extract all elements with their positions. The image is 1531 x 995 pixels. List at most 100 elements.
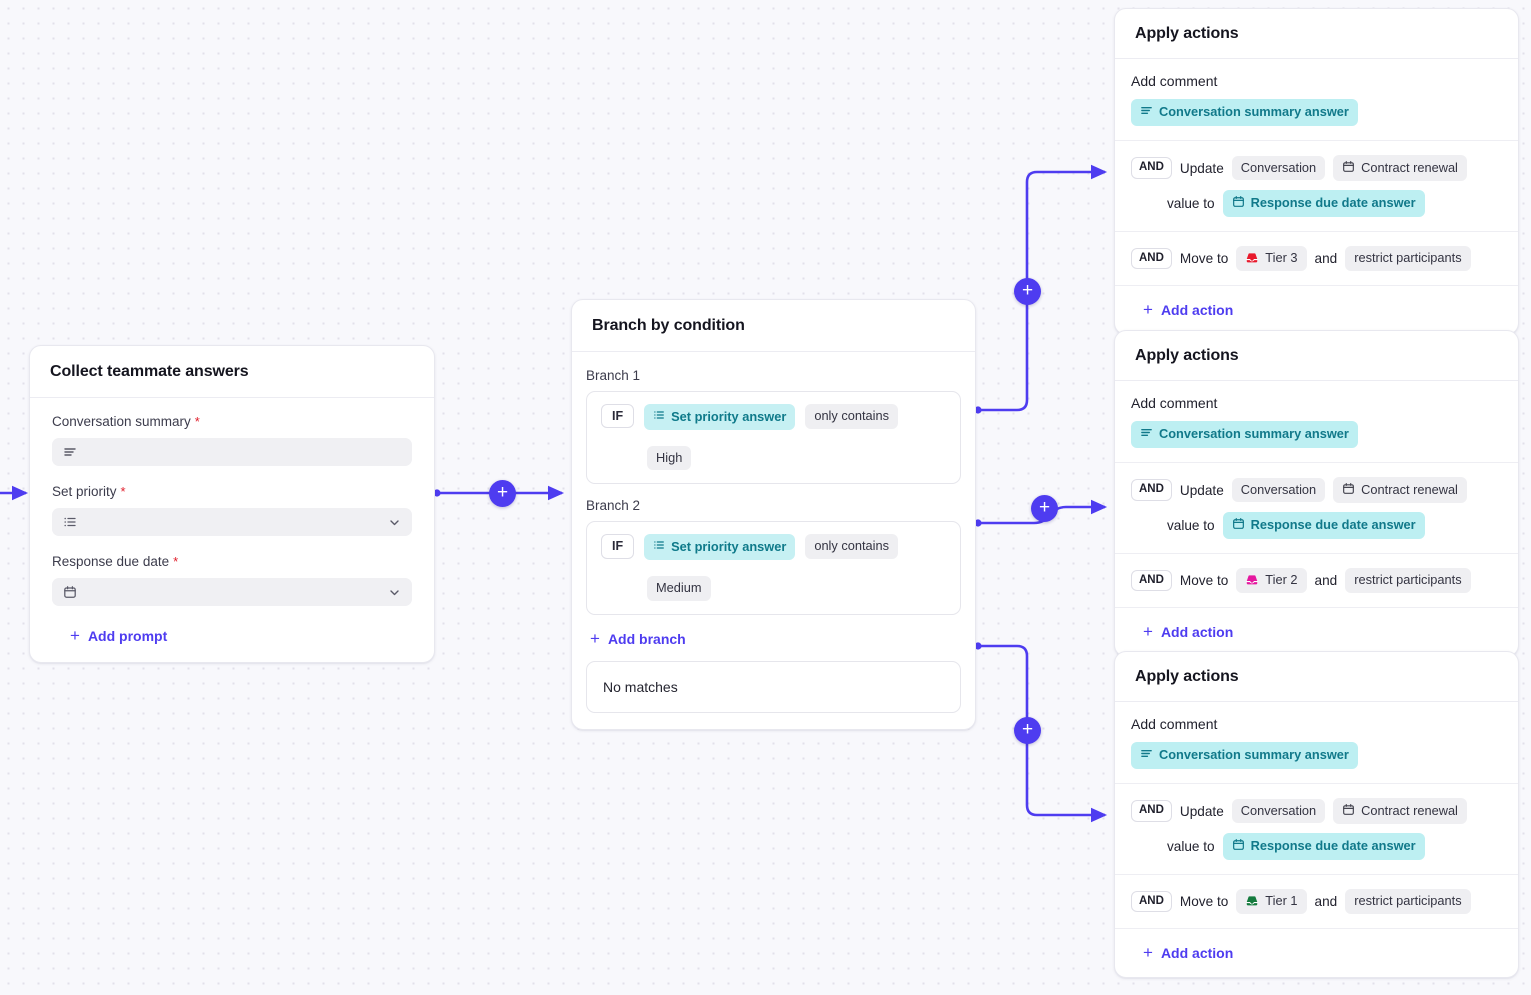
- plus-icon: +: [1143, 299, 1153, 319]
- text-lines-icon: [1140, 747, 1153, 764]
- apply-actions-card-1[interactable]: Apply actions Add comment Conversation s…: [1114, 8, 1519, 335]
- move-verb: Move to: [1179, 250, 1229, 266]
- move-action-line: AND Move to Tier 3 and restrict particip…: [1131, 246, 1502, 271]
- update-object-pill[interactable]: Conversation: [1231, 798, 1326, 824]
- branch-by-condition-card[interactable]: Branch by condition Branch 1 IF Set prio…: [571, 299, 976, 730]
- field-label-set-priority: Set priority *: [52, 484, 412, 499]
- update-value-line: value to Response due date answer: [1131, 512, 1502, 540]
- add-comment-label: Add comment: [1131, 73, 1218, 89]
- card-header: Branch by condition: [572, 300, 975, 352]
- move-verb: Move to: [1179, 893, 1229, 909]
- branch-1-condition[interactable]: IF Set priority answer only contains Hig…: [586, 391, 961, 485]
- add-branch-button[interactable]: + Add branch: [586, 629, 961, 647]
- move-conjunction: and: [1314, 893, 1338, 909]
- add-comment-action[interactable]: Add comment Conversation summary answer: [1115, 59, 1518, 140]
- branch-2-value-pill[interactable]: Medium: [647, 576, 711, 601]
- apply-actions-card-3[interactable]: Apply actions Add comment Conversation s…: [1114, 651, 1519, 978]
- update-action[interactable]: AND Update Conversation Contract renewal…: [1115, 782, 1518, 874]
- add-comment-action[interactable]: Add comment Conversation summary answer: [1115, 381, 1518, 462]
- no-matches-branch[interactable]: No matches: [586, 660, 961, 713]
- attribute-text: Contract renewal: [1361, 159, 1458, 175]
- move-target-pill[interactable]: Tier 2: [1236, 568, 1307, 593]
- add-step-branch-1-button[interactable]: +: [1014, 278, 1041, 305]
- branch-1-operator-pill[interactable]: only contains: [805, 404, 899, 429]
- branch-2-condition[interactable]: IF Set priority answer only contains Med…: [586, 521, 961, 615]
- add-action-button[interactable]: + Add action: [1131, 298, 1502, 318]
- move-target-pill[interactable]: Tier 1: [1236, 889, 1307, 914]
- collect-teammate-answers-card[interactable]: Collect teammate answers Conversation su…: [29, 345, 435, 663]
- apply-actions-title: Apply actions: [1135, 668, 1239, 685]
- update-value-pill[interactable]: Response due date answer: [1222, 512, 1425, 540]
- add-step-branch-2-button[interactable]: +: [1031, 495, 1058, 522]
- move-target-pill[interactable]: Tier 3: [1236, 246, 1307, 271]
- plus-icon: +: [70, 626, 80, 645]
- text-lines-icon: [1140, 426, 1153, 443]
- field-label-conversation-summary: Conversation summary *: [52, 414, 412, 429]
- branch-1-value-pill[interactable]: High: [647, 445, 692, 471]
- and-badge: AND: [1131, 800, 1172, 822]
- chevron-down-icon[interactable]: [388, 586, 401, 599]
- calendar-icon: [1232, 517, 1245, 534]
- add-action-label: Add action: [1160, 944, 1234, 961]
- value-pill-text: Response due date answer: [1250, 838, 1416, 854]
- update-attribute-pill[interactable]: Contract renewal: [1333, 154, 1467, 182]
- add-comment-label: Add comment: [1131, 716, 1218, 732]
- add-branch-label: Add branch: [607, 630, 686, 647]
- update-object-pill[interactable]: Conversation: [1231, 155, 1326, 181]
- add-step-no-match-button[interactable]: +: [1014, 717, 1041, 744]
- move-target-text: Tier 2: [1265, 572, 1298, 588]
- set-priority-select[interactable]: [52, 508, 412, 536]
- restrict-participants-pill[interactable]: restrict participants: [1345, 568, 1471, 593]
- add-prompt-label: Add prompt: [87, 628, 168, 644]
- card-header: Apply actions: [1115, 9, 1518, 59]
- inbox-icon: [1245, 251, 1259, 265]
- conversation-summary-input[interactable]: [52, 438, 412, 466]
- update-attribute-pill[interactable]: Contract renewal: [1333, 476, 1467, 504]
- update-action[interactable]: AND Update Conversation Contract renewal…: [1115, 461, 1518, 553]
- move-target-text: Tier 1: [1265, 893, 1298, 909]
- add-comment-action[interactable]: Add comment Conversation summary answer: [1115, 702, 1518, 783]
- update-attribute-pill[interactable]: Contract renewal: [1333, 797, 1467, 825]
- add-step-main-button[interactable]: +: [489, 480, 516, 507]
- label-text: Response due date: [52, 554, 170, 569]
- branch-1-subject-pill[interactable]: Set priority answer: [644, 404, 796, 430]
- if-chip: IF: [601, 534, 635, 559]
- update-value-pill[interactable]: Response due date answer: [1222, 833, 1425, 861]
- and-badge: AND: [1131, 479, 1172, 501]
- add-action-button[interactable]: + Add action: [1131, 941, 1502, 961]
- plus-icon: +: [1143, 942, 1153, 962]
- update-action-line: AND Update Conversation Contract renewal: [1131, 476, 1502, 504]
- subject-text: Set priority answer: [671, 538, 787, 554]
- required-marker: *: [194, 414, 200, 429]
- update-verb: Update: [1179, 803, 1224, 819]
- branch-2-operator-pill[interactable]: only contains: [805, 534, 899, 560]
- response-due-date-select[interactable]: [52, 578, 412, 606]
- add-prompt-button[interactable]: + Add prompt: [52, 624, 412, 644]
- move-action[interactable]: AND Move to Tier 3 and restrict particip…: [1115, 231, 1518, 285]
- add-action-row: + Add action: [1115, 284, 1518, 334]
- move-action[interactable]: AND Move to Tier 1 and restrict particip…: [1115, 874, 1518, 928]
- conversation-summary-answer-pill[interactable]: Conversation summary answer: [1131, 99, 1358, 126]
- move-conjunction: and: [1314, 250, 1338, 266]
- and-badge: AND: [1131, 569, 1172, 592]
- conversation-summary-answer-pill[interactable]: Conversation summary answer: [1131, 421, 1358, 448]
- update-value-line: value to Response due date answer: [1131, 190, 1502, 218]
- update-object-pill[interactable]: Conversation: [1231, 477, 1326, 503]
- update-value-pill[interactable]: Response due date answer: [1222, 190, 1425, 218]
- restrict-participants-pill[interactable]: restrict participants: [1345, 246, 1471, 271]
- update-action[interactable]: AND Update Conversation Contract renewal…: [1115, 139, 1518, 231]
- conversation-summary-answer-pill[interactable]: Conversation summary answer: [1131, 742, 1358, 769]
- move-action[interactable]: AND Move to Tier 2 and restrict particip…: [1115, 553, 1518, 607]
- required-marker: *: [120, 484, 126, 499]
- list-icon: [63, 515, 77, 529]
- chevron-down-icon[interactable]: [388, 516, 401, 529]
- restrict-participants-pill[interactable]: restrict participants: [1345, 889, 1471, 914]
- plus-icon: +: [590, 628, 600, 648]
- add-action-button[interactable]: + Add action: [1131, 620, 1502, 640]
- branch-2-subject-pill[interactable]: Set priority answer: [644, 534, 796, 561]
- move-conjunction: and: [1314, 572, 1338, 588]
- pill-text: Conversation summary answer: [1159, 104, 1349, 119]
- add-action-label: Add action: [1160, 301, 1234, 318]
- apply-actions-card-2[interactable]: Apply actions Add comment Conversation s…: [1114, 330, 1519, 657]
- inbox-icon: [1245, 894, 1259, 908]
